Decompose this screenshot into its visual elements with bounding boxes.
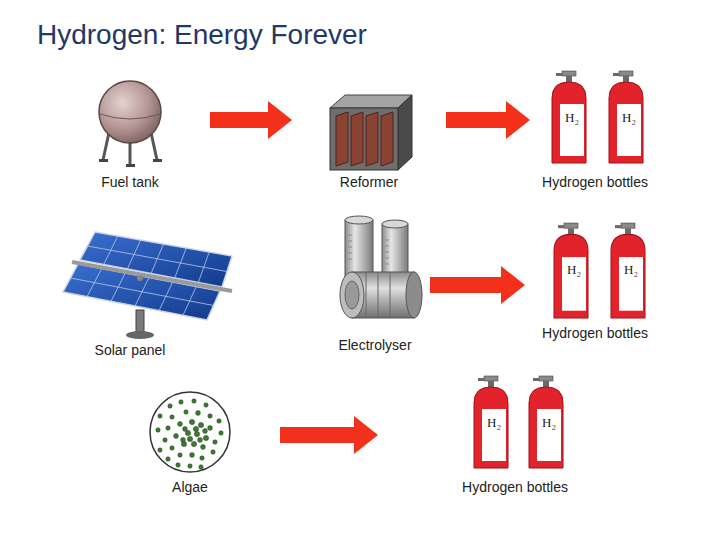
gas-bottle: H₂ [525, 375, 567, 470]
bottle-label: H₂ [562, 262, 586, 277]
caption: Reformer [292, 174, 446, 191]
caption: Fuel tank [50, 174, 210, 191]
gas-bottle: H₂ [548, 70, 590, 165]
caption: Electrolyser [320, 337, 430, 354]
caption: Solar panel [40, 342, 220, 359]
caption: Hydrogen bottles [525, 325, 665, 342]
block-arrow [280, 416, 378, 454]
gas-bottle: H₂ [607, 222, 649, 320]
gas-bottle: H₂ [470, 375, 512, 470]
illustrated-item: Electrolyser [320, 205, 430, 354]
block-arrow [210, 101, 292, 139]
bottle-label: H₂ [482, 415, 506, 430]
gas-bottle: H₂ [605, 70, 647, 165]
illustrated-item: Reformer [292, 65, 446, 191]
bottle-group: Hydrogen bottles H₂ H₂ [525, 215, 665, 342]
caption: Hydrogen bottles [378, 479, 652, 496]
block-arrow [430, 266, 525, 304]
bottle-group: Hydrogen bottles H₂ H₂ [378, 370, 652, 496]
block-arrow [446, 101, 530, 139]
fuel-tank-picture [99, 81, 162, 167]
illustrated-item: Fuel tank [50, 65, 210, 191]
bottle-label: H₂ [560, 110, 584, 125]
bottle-label: H₂ [537, 415, 561, 430]
bottle-label: H₂ [617, 110, 641, 125]
diagram-title: Hydrogen: Energy Forever [37, 18, 367, 52]
solar-panel-picture [63, 232, 232, 339]
reformer-picture [330, 95, 412, 170]
algae-picture [150, 392, 230, 472]
illustrated-item: Solar panel [40, 215, 220, 359]
bottle-label: H₂ [619, 262, 643, 277]
gas-bottle: H₂ [550, 222, 592, 320]
caption: Algae [100, 479, 280, 496]
bottle-group: Hydrogen bottles H₂ H₂ [530, 65, 660, 191]
caption: Hydrogen bottles [530, 174, 660, 191]
illustrated-item: Algae [100, 390, 280, 496]
electrolyser-picture [340, 216, 422, 318]
